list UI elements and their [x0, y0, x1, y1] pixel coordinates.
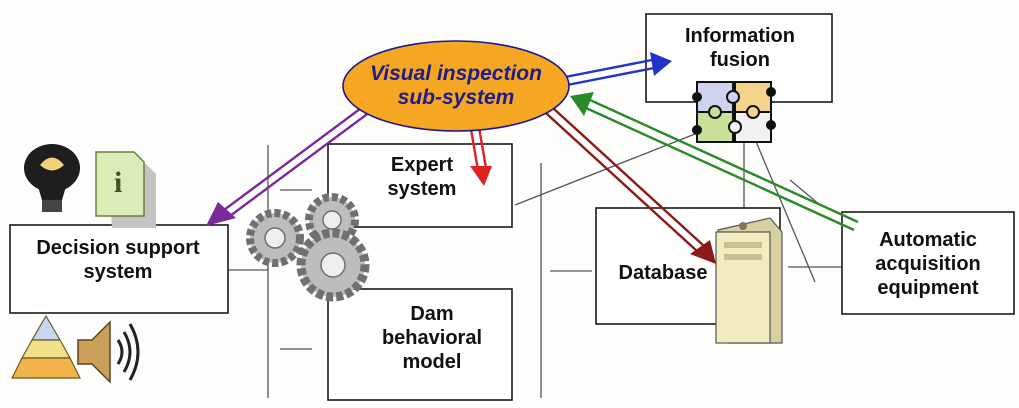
lightbulb-icon: [24, 144, 80, 212]
arrow-from-acquisition: [570, 92, 859, 232]
speaker-icon: [77, 320, 140, 384]
decision-support-label: Decision support system: [36, 237, 200, 283]
server-icon: [715, 217, 783, 344]
arrow-to-decision-support: [206, 99, 379, 226]
gears-icon: [246, 193, 370, 302]
svg-text:i: i: [114, 166, 122, 199]
pyramid-icon: [11, 314, 81, 379]
puzzle-icon: [692, 81, 776, 143]
arrow-to-information-fusion: [559, 52, 672, 88]
acquisition-label: Automatic acquisition equipment: [875, 229, 981, 299]
info-document-icon: i: [95, 151, 156, 228]
decision-support-box: [9, 224, 229, 314]
expert-system-box: [327, 143, 513, 228]
dam-model-box: [327, 288, 513, 401]
dam-model-label: Dam behavioral model: [381, 303, 483, 373]
information-fusion-label: Information fusion: [685, 25, 795, 71]
visual-inspection-label: Visual inspection sub-system: [370, 62, 542, 109]
visual-inspection-oval: [342, 40, 570, 132]
acquisition-box: [841, 211, 1015, 315]
expert-system-label: Expert system: [387, 154, 457, 200]
database-label: Database: [618, 262, 708, 284]
arrow-to-database: [535, 97, 716, 264]
